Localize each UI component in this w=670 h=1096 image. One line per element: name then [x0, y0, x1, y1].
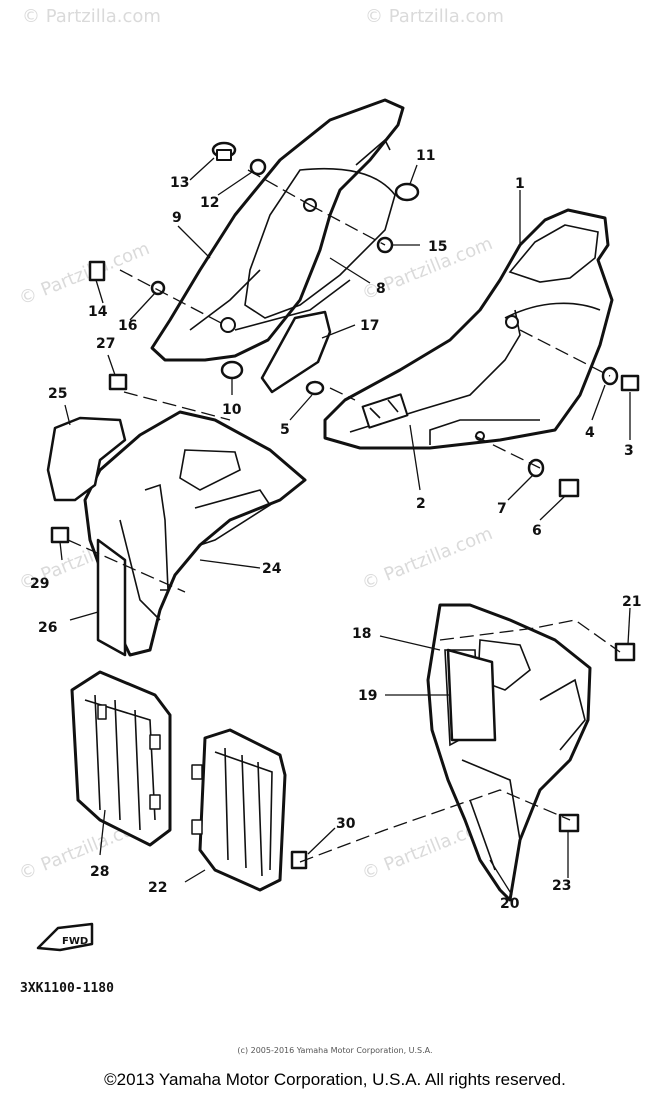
fwd-arrow-icon: FWD	[36, 922, 94, 952]
callout-19: 19	[358, 688, 377, 704]
part-1-side-cover	[323, 208, 614, 450]
part-17-decal	[260, 310, 332, 394]
callout-14: 14	[88, 304, 108, 320]
leader-lines	[59, 157, 631, 896]
part-18-shroud	[426, 603, 592, 902]
callout-25: 25	[48, 386, 67, 402]
callout-20: 20	[500, 896, 520, 912]
callout-11: 11	[416, 148, 435, 164]
callout-2: 2	[416, 496, 426, 512]
callout-9: 9	[172, 210, 182, 226]
callout-10: 10	[222, 402, 242, 418]
watermark-3: © Partzilla.com	[16, 238, 153, 310]
callout-28: 28	[90, 864, 109, 880]
callout-labels: 1 2 3 4 5 6 7 8 9 10 11 12 13 14 15 16 1…	[30, 148, 641, 912]
part-9-side-cover	[150, 98, 405, 362]
footer-copyright: ©2013 Yamaha Motor Corporation, U.S.A. A…	[104, 1070, 566, 1089]
watermark-6: © Partzilla.com	[359, 523, 496, 595]
part-28-radiator-guard	[70, 670, 172, 847]
fasteners	[50, 141, 640, 870]
watermark-1: © Partzilla.com	[22, 6, 161, 27]
fwd-label: FWD	[62, 936, 88, 947]
watermark-2: © Partzilla.com	[365, 6, 504, 27]
callout-16: 16	[118, 318, 137, 334]
callout-15: 15	[428, 239, 447, 255]
callout-13: 13	[170, 175, 189, 191]
callout-22: 22	[148, 880, 167, 896]
callout-4: 4	[585, 425, 595, 441]
part-25-decal	[46, 416, 127, 502]
callout-6: 6	[532, 523, 542, 539]
callout-23: 23	[552, 878, 571, 894]
callout-3: 3	[624, 443, 634, 459]
callout-30: 30	[336, 816, 356, 832]
callout-8: 8	[376, 281, 386, 297]
part-19-emblem	[446, 648, 497, 742]
callout-27: 27	[96, 336, 115, 352]
callout-12: 12	[200, 195, 219, 211]
assembly-lines	[67, 169, 621, 863]
callout-7: 7	[497, 501, 507, 517]
footer-small-copyright: (c) 2005-2016 Yamaha Motor Corporation, …	[237, 1046, 433, 1055]
callout-1: 1	[515, 176, 525, 192]
exploded-parts-diagram: © Partzilla.com © Partzilla.com © Partzi…	[16, 6, 641, 996]
callout-18: 18	[352, 626, 371, 642]
part-22-radiator-guard	[191, 728, 287, 892]
callout-26: 26	[38, 620, 57, 636]
part-24-shroud	[83, 410, 307, 657]
callout-21: 21	[622, 594, 641, 610]
part-26-decal	[96, 538, 127, 657]
callout-29: 29	[30, 576, 49, 592]
callout-24: 24	[262, 561, 282, 577]
callout-17: 17	[360, 318, 379, 334]
diagram-code: 3XK1100-1180	[20, 981, 114, 996]
callout-5: 5	[280, 422, 290, 438]
